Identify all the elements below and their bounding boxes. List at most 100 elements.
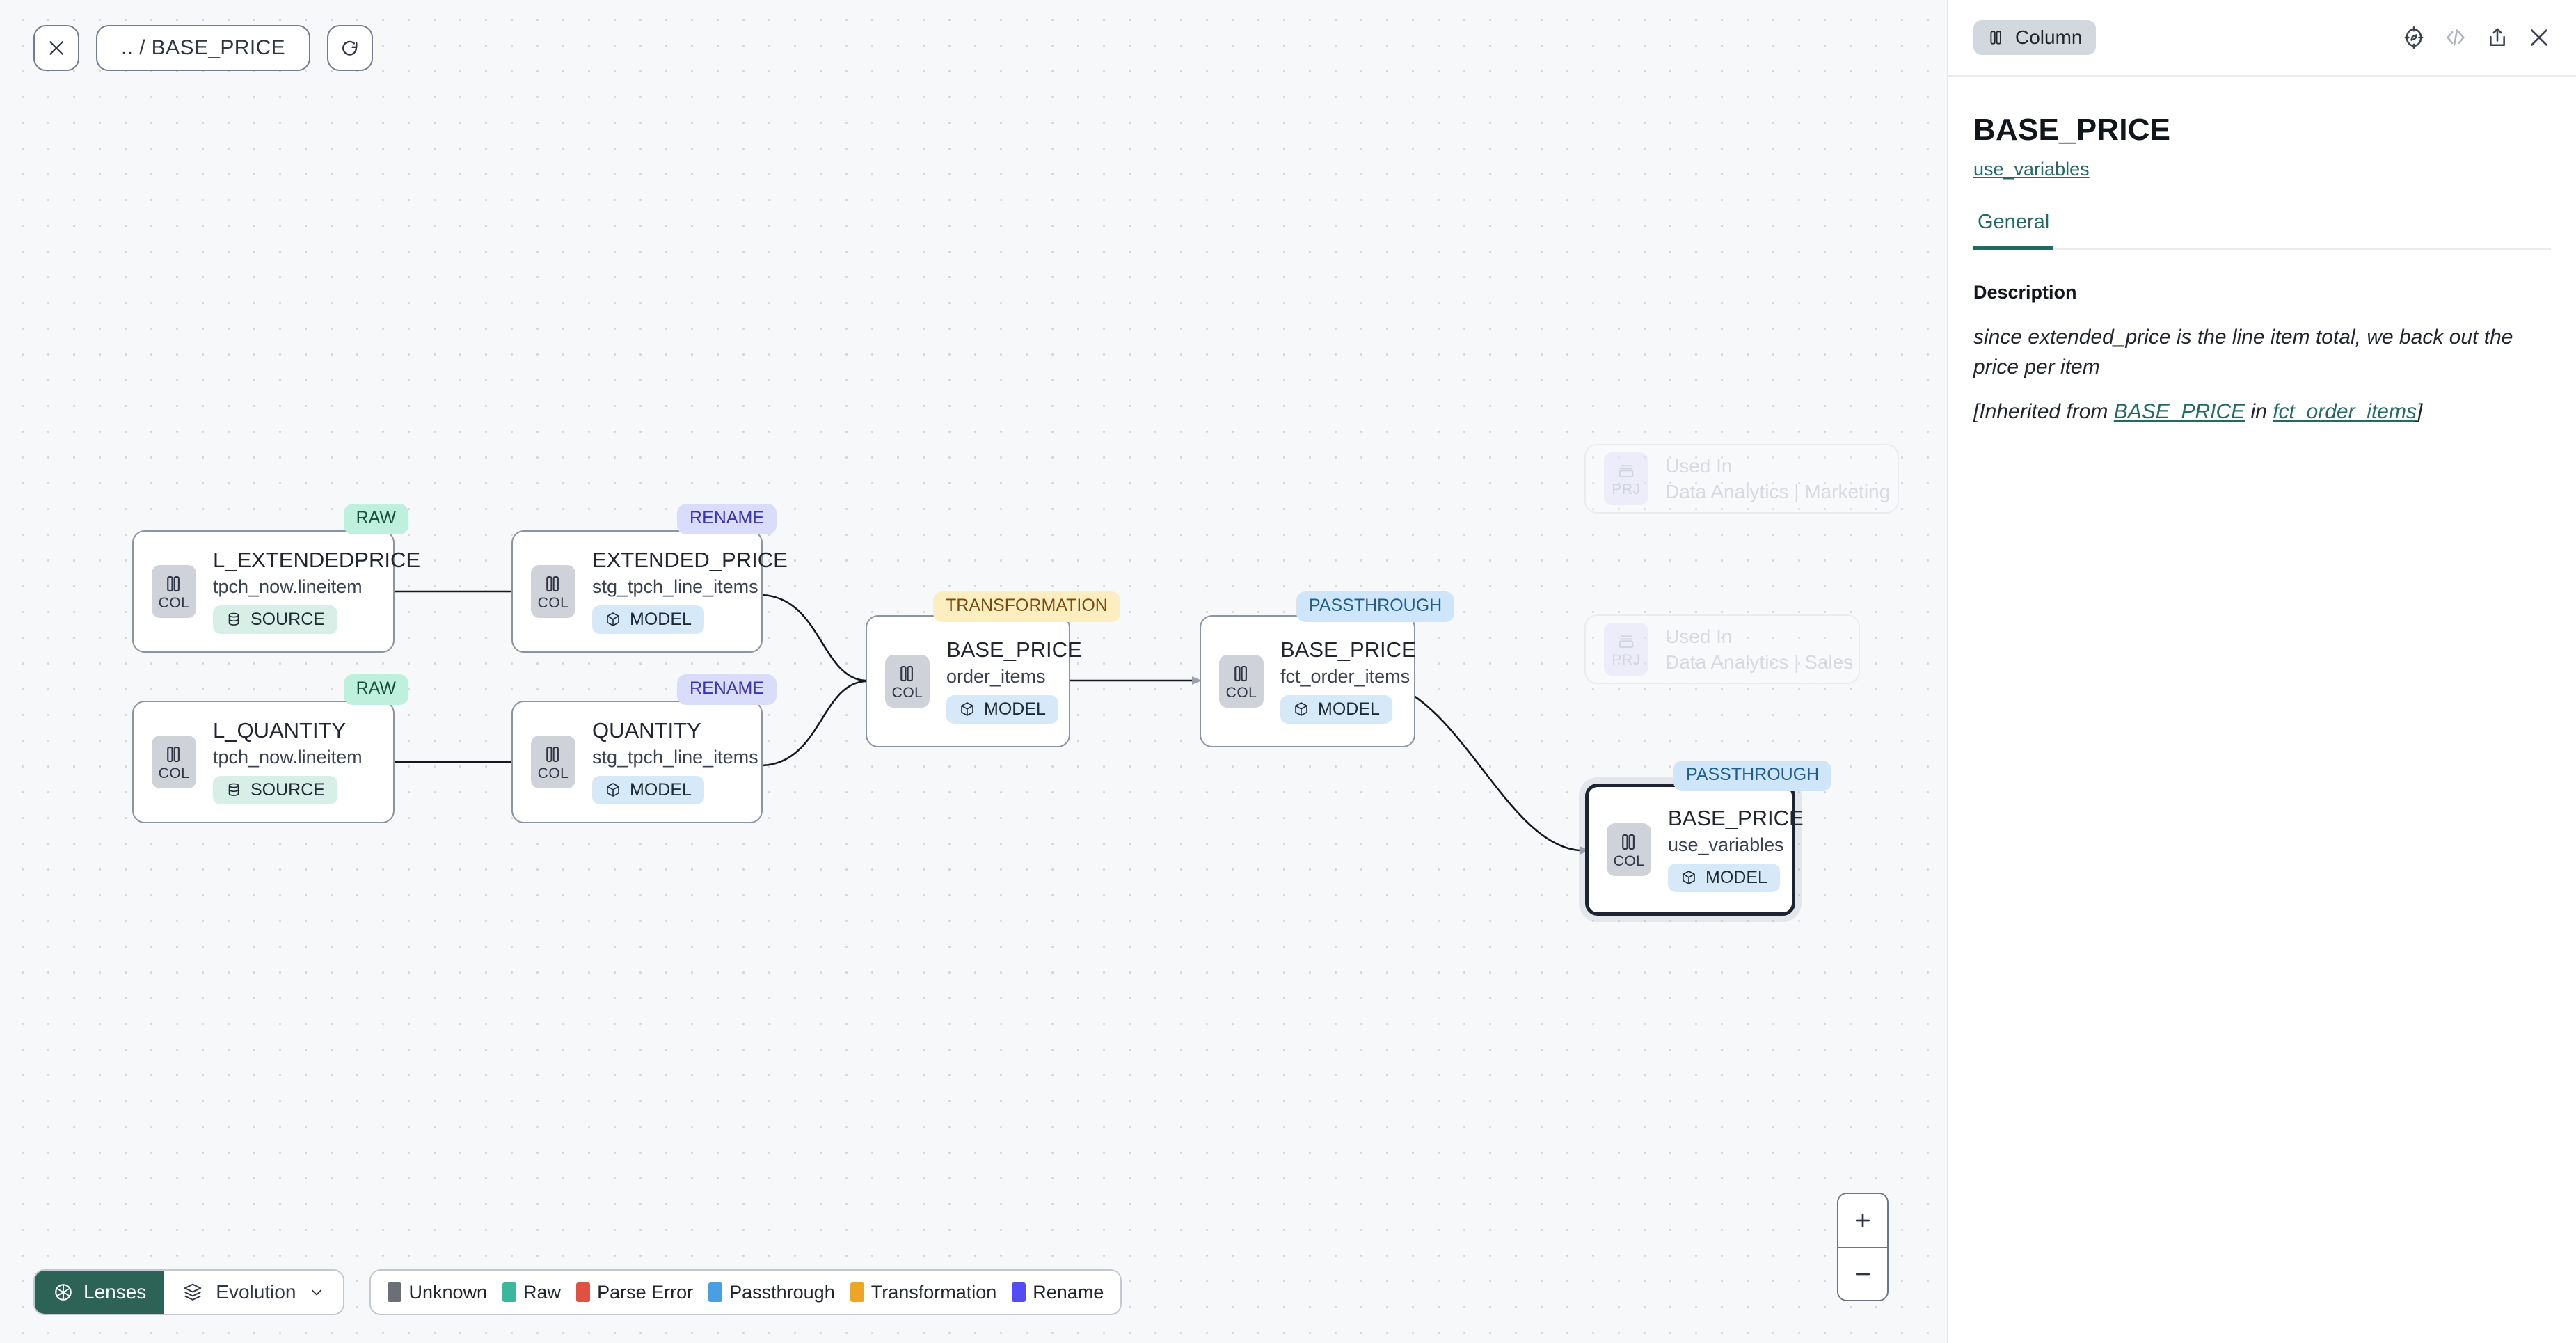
lineage-node[interactable]: RAW COL L_QUANTITY tpch_now.lineitem [132,674,408,823]
panel-tabs: General [1973,211,2551,250]
project-icon: PRJ [1604,623,1648,676]
lineage-canvas[interactable]: .. / BASE_PRICE R [0,0,1947,1343]
legend-label: Rename [1033,1281,1104,1303]
share-button[interactable] [2486,26,2509,49]
project-icon: PRJ [1604,452,1648,505]
node-title: BASE_PRICE [1280,637,1416,662]
legend-label: Transformation [870,1281,997,1303]
lineage-legend: Unknown Raw Parse Error Passthrough Tran… [369,1269,1122,1315]
aperture-icon [55,1284,72,1301]
node-title: QUANTITY [592,718,701,743]
used-in-node[interactable]: PRJ Used In Data Analytics | Sales [1584,614,1860,684]
zoom-in-button[interactable] [1838,1194,1887,1247]
column-glyph [167,575,180,591]
node-pill-label: MODEL [984,699,1046,720]
close-panel-button[interactable] [2527,26,2551,49]
code-button[interactable] [2444,26,2467,49]
explore-button[interactable] [2402,26,2426,49]
node-subtitle: order_items [946,665,1046,687]
column-icon: COL [531,736,575,788]
node-body: L_QUANTITY tpch_now.lineitem SOURCE [213,720,363,804]
project-glyph [1619,464,1634,477]
node-pill-label: MODEL [1706,868,1767,888]
used-in-node[interactable]: PRJ Used In Data Analytics | Marketing [1584,444,1899,514]
node-badge: PASSTHROUGH [1296,591,1455,622]
zoom-out-button[interactable] [1838,1247,1887,1300]
node-icon-label: COL [1613,852,1645,869]
node-pill-label: SOURCE [251,610,325,630]
parent-model-link[interactable]: use_variables [1973,159,2090,180]
legend-item: Unknown [388,1282,487,1303]
legend-item: Rename [1012,1282,1104,1303]
details-panel-header: Column [1948,0,2576,77]
evolution-button[interactable]: Evolution [164,1271,344,1314]
node-body: L_EXTENDEDPRICE tpch_now.lineitem SOURCE [213,549,420,634]
legend-item: Parse Error [576,1282,693,1303]
description-text: since extended_price is the line item to… [1973,323,2551,427]
cube-icon [961,702,973,717]
page-title: BASE_PRICE [1973,113,2171,147]
code-icon [2447,29,2465,46]
column-icon: COL [1219,655,1264,708]
node-subtitle: stg_tpch_line_items [592,575,758,597]
details-panel: Column [1947,0,2576,1343]
column-glyph [167,746,180,762]
used-in-title: Used In [1665,455,1733,477]
node-title: BASE_PRICE [1668,806,1804,831]
node-badge: RAW [343,504,408,534]
node-title: EXTENDED_PRICE [592,548,788,573]
legend-label: Raw [523,1281,562,1303]
inherited-column-link[interactable]: BASE_PRICE [2113,400,2245,424]
legend-label: Unknown [408,1281,488,1303]
node-body: BASE_PRICE order_items MODEL [946,637,1082,724]
node-icon-label: COL [1225,684,1257,701]
inherited-model-link[interactable]: fct_order_items [2273,400,2417,424]
column-glyph [546,746,559,762]
node-icon-label: PRJ [1612,651,1641,668]
column-icon: COL [531,565,575,618]
zoom-controls [1837,1193,1889,1301]
node-badge: TRANSFORMATION [933,591,1120,622]
node-title: BASE_PRICE [946,637,1082,662]
column-icon: COL [1607,823,1651,876]
legend-swatch [708,1282,723,1302]
lenses-button[interactable]: Lenses [35,1271,165,1314]
close-icon [2531,29,2547,46]
refresh-button[interactable] [327,25,374,71]
node-badge: RAW [343,674,408,705]
breadcrumb[interactable]: .. / BASE_PRICE [96,25,311,71]
legend-swatch [502,1282,517,1302]
description-body: since extended_price is the line item to… [1973,326,2513,379]
node-icon-label: PRJ [1612,481,1641,498]
close-canvas-button[interactable] [33,25,79,71]
node-pill-label: SOURCE [251,780,325,800]
cube-icon [607,783,619,797]
lineage-node-selected[interactable]: PASSTHROUGH COL BASE_PRICE use_variables… [1585,761,1832,916]
database-icon [228,784,239,797]
column-icon [1990,31,2001,45]
lineage-node[interactable]: PASSTHROUGH COL BASE_PRICE fct_order_ite… [1200,591,1455,747]
node-pill-label: MODEL [1318,699,1380,720]
column-glyph [1234,665,1247,681]
entity-kind-chip[interactable]: Column [1973,20,2097,55]
lineage-node[interactable]: RENAME COL EXTENDED_PRICE stg_tpch_line_… [511,504,788,653]
lineage-node[interactable]: RAW COL L_EXTENDEDPRICE tpch_now.lineite… [132,504,420,653]
node-type-pill: MODEL [1280,695,1392,724]
node-body: Used In Data Analytics | Sales [1665,626,1853,672]
canvas-bottom-toolbar: Lenses Evolution Unkno [33,1269,1122,1315]
used-in-subtitle: Data Analytics | Marketing [1665,480,1891,502]
legend-label: Passthrough [729,1281,835,1303]
lineage-node[interactable]: TRANSFORMATION COL BASE_PRICE order_item… [866,591,1120,747]
project-glyph [1619,635,1634,648]
lineage-node[interactable]: RENAME COL QUANTITY stg_tpch_line_items … [511,674,777,823]
tab-general[interactable]: General [1973,211,2054,250]
panel-actions [2402,26,2551,49]
node-body: EXTENDED_PRICE stg_tpch_line_items MODEL [592,548,788,634]
node-body: Used In Data Analytics | Marketing [1665,455,1891,502]
legend-item: Raw [502,1282,561,1303]
layers-icon [184,1283,202,1301]
chevron-down-icon [312,1289,322,1296]
node-icon-label: COL [537,594,569,611]
share-icon [2490,28,2505,47]
